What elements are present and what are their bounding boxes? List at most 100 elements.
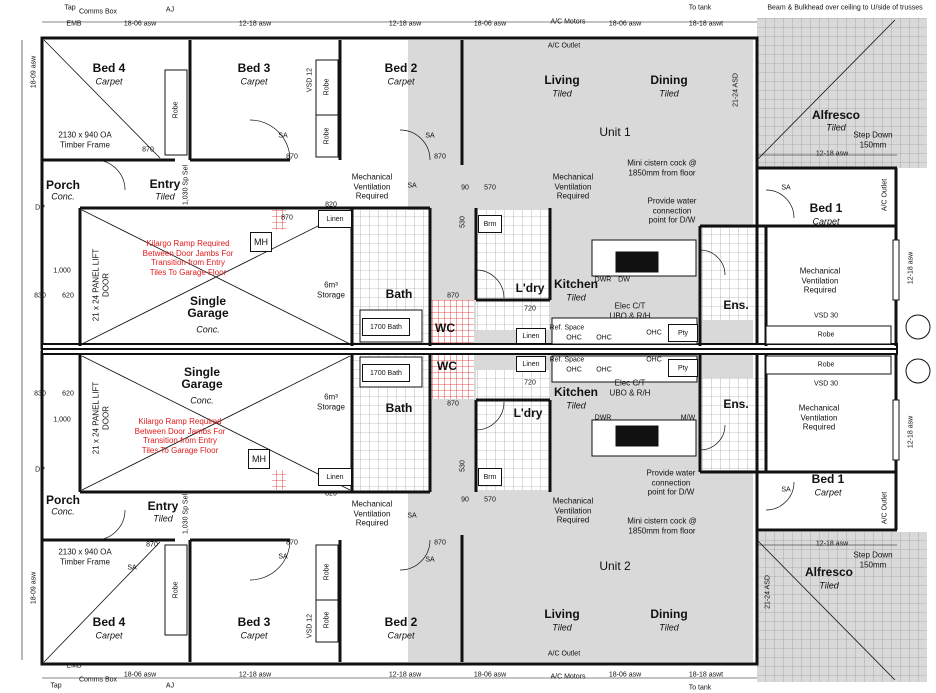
room-bed3-top: Bed 3 <box>237 61 271 75</box>
dim-top-3: 12-18 asw <box>388 20 422 28</box>
comms-bottom: Comms Box <box>78 676 118 684</box>
dim-1809-bottom: 18-09 asw <box>30 571 38 605</box>
smoke-alarm-bed3-top: SA <box>278 132 288 140</box>
ac-outlet-side-bottom: A/C Outlet <box>881 491 889 525</box>
smoke-alarm-bed2-top: SA <box>425 132 435 140</box>
shade-unit2 <box>408 352 753 662</box>
ensuite-tiles-top <box>700 228 766 320</box>
room-ldry-top: L'dry <box>515 281 545 295</box>
smoke-alarm-bed2-bottom: SA <box>425 556 435 564</box>
dim-870-garage-top: 870 <box>281 214 293 222</box>
finish-alfresco-bottom: Tiled <box>819 580 839 591</box>
dim-top-4: 18-06 asw <box>473 20 507 28</box>
dim-620-bottom: 620 <box>62 390 74 398</box>
linen-top: Linen <box>318 210 352 228</box>
kilargo-note-top: Kilargo Ramp Required Between Door Jambs… <box>142 238 234 277</box>
ohc-top-2: OHC <box>596 334 612 342</box>
vsd-bottom: VSD 30 <box>813 380 839 388</box>
panel-lift-top: 21 x 24 PANEL LIFT DOOR <box>91 248 110 322</box>
dim-top-1: 18-06 asw <box>123 20 157 28</box>
finish-living-bottom: Tiled <box>552 622 572 633</box>
room-porch-bottom: Porch <box>45 493 81 507</box>
room-bed3-bottom: Bed 3 <box>237 615 271 629</box>
dwr-top: DWR <box>594 276 612 284</box>
ac-outlet-top: A/C Outlet <box>547 42 581 50</box>
finish-living-top: Tiled <box>552 88 572 99</box>
room-bed1-top: Bed 1 <box>809 201 843 215</box>
finish-alfresco-top: Tiled <box>826 122 846 133</box>
dw-note-bottom: Provide water connection point for D/W <box>646 468 696 497</box>
ac-outlet-bottom: A/C Outlet <box>547 650 581 658</box>
dim-830-bottom: 830 <box>34 390 46 398</box>
elec-top: Elec C/T UBO & R/H <box>609 301 651 320</box>
robe-bed3-bottom: Robe <box>323 563 331 581</box>
dim-asd-top: 21-24 ASD <box>732 73 740 107</box>
dwr-bottom: DWR <box>594 414 612 422</box>
dim-1809-top: 18-09 asw <box>30 55 38 89</box>
dim-820-bottom: 820 <box>325 490 337 498</box>
dw-top: DW <box>618 276 630 284</box>
dim-720-top: 720 <box>524 305 536 313</box>
panel-lift-bottom: 21 x 24 PANEL LIFT DOOR <box>91 381 110 455</box>
room-ens-top: Ens. <box>723 298 749 312</box>
broom-bottom: Brm <box>478 468 502 486</box>
finish-kitchen-bottom: Tiled <box>566 400 586 411</box>
wc-hatch-top <box>430 300 474 345</box>
storage-bottom: 6m³ Storage <box>316 392 346 411</box>
room-alfresco-top: Alfresco <box>811 108 861 122</box>
finish-bed1-bottom: Carpet <box>814 487 842 498</box>
finish-porch-top: Conc. <box>51 191 75 202</box>
dim-bottom-6: 18-18 aswt <box>688 671 724 679</box>
finish-bed3-top: Carpet <box>240 76 268 87</box>
dim-top-5: 18-06 asw <box>608 20 642 28</box>
finish-bed4-bottom: Carpet <box>95 630 123 641</box>
robe-bed4-top: Robe <box>172 101 180 119</box>
step-down-top: Step Down 150mm <box>853 130 893 149</box>
room-bed2-bottom: Bed 2 <box>384 615 418 629</box>
dim-620-top: 620 <box>62 292 74 300</box>
linen-bottom: Linen <box>318 468 352 486</box>
finish-porch-bottom: Conc. <box>51 506 75 517</box>
room-garage-top: Single Garage <box>187 294 229 320</box>
finish-entry-top: Tiled <box>155 191 175 202</box>
pantry-top: Pty <box>668 324 698 342</box>
room-bed4-top: Bed 4 <box>92 61 126 75</box>
aj-top: AJ <box>165 6 175 14</box>
room-alfresco-bottom: Alfresco <box>804 565 854 579</box>
unit1-label: Unit 1 <box>599 125 631 139</box>
ac-outlet-side-top: A/C Outlet <box>881 178 889 212</box>
dim-870-bed3-top: 870 <box>286 153 298 161</box>
ramp-hatch-top <box>272 208 286 230</box>
mech-vent-ldry-top: Mechanical Ventilation Required <box>552 172 594 201</box>
robe-bed1-top: Robe <box>817 331 835 339</box>
tap-label-top: Tap <box>64 4 76 12</box>
room-bed4-bottom: Bed 4 <box>92 615 126 629</box>
smoke-alarm-hall-top: SA <box>407 182 417 190</box>
robe-bed2-top: Robe <box>323 127 331 145</box>
dim-830-top: 830 <box>34 292 46 300</box>
dim-asd-bottom: 21-24 ASD <box>764 575 772 609</box>
room-kitchen-top: Kitchen <box>553 277 599 291</box>
ref-space-top: Ref. Space <box>549 324 585 332</box>
bath-1700-bottom: 1700 Bath <box>362 364 410 382</box>
dim-bottom-4: 18-06 asw <box>473 671 507 679</box>
dim-570-bottom: 570 <box>484 496 496 504</box>
room-bath-bottom: Bath <box>385 401 413 415</box>
dim-1218v-top: 12-18 asw <box>907 251 915 285</box>
room-garage-bottom: Single Garage <box>181 365 223 391</box>
ref-space-bottom: Ref. Space <box>549 356 585 364</box>
dim-820-top: 820 <box>325 201 337 209</box>
room-living-top: Living <box>544 73 580 87</box>
ensuite-tiles-bottom <box>700 378 766 470</box>
room-entry-top: Entry <box>149 177 181 191</box>
dim-870-wc-bottom: 870 <box>447 400 459 408</box>
timber-frame-bottom: 2130 x 940 OA Timber Frame <box>58 547 112 566</box>
dw-note-top: Provide water connection point for D/W <box>647 196 697 225</box>
robe-bed2-bottom: Robe <box>323 611 331 629</box>
mech-vent-bath-top: Mechanical Ventilation Required <box>351 172 393 201</box>
linen-ldry-top: Linen <box>516 328 546 344</box>
aj-bottom: AJ <box>165 682 175 690</box>
smoke-alarm-bed1-bottom: SA <box>781 486 791 494</box>
dim-870-bed2-bottom: 870 <box>434 539 446 547</box>
